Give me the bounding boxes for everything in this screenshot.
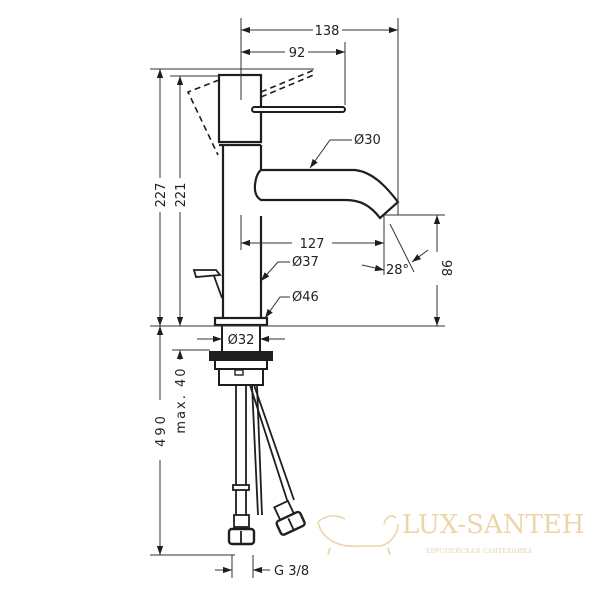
dim-total-width: 138	[315, 24, 340, 39]
dim-spout-angle: 28°	[386, 263, 409, 278]
dim-lever-width: 92	[289, 46, 306, 61]
dim-base-diameter: Ø46	[292, 290, 319, 305]
dimension-labels: 138 92 Ø30 227 221 127 Ø37 Ø46 28° 98 Ø3…	[154, 24, 453, 579]
dim-shank-diameter: Ø32	[228, 333, 255, 348]
dim-body-height: 221	[174, 183, 189, 208]
dimension-lines	[150, 18, 445, 578]
lux-santeh-watermark: LUX-SANTEH ЕВРОПЕЙСКАЯ САНТЕХНИКА	[317, 510, 584, 556]
dim-hose-length: 490	[154, 413, 169, 447]
dim-spout-height: 98	[438, 260, 453, 277]
bathtub-logo-icon	[317, 515, 399, 556]
dim-spout-diameter: Ø30	[354, 133, 381, 148]
dim-max-thickness: max. 40	[174, 366, 189, 433]
spout	[253, 168, 400, 220]
dim-spout-reach: 127	[300, 237, 325, 252]
dim-total-height: 227	[154, 183, 169, 208]
dim-body-diameter: Ø37	[292, 255, 319, 270]
watermark-brand: LUX-SANTEH	[402, 510, 584, 540]
supply-hoses	[227, 384, 306, 546]
popup-rod	[192, 269, 223, 299]
lever-handle	[251, 106, 346, 113]
lever-range-dashed	[186, 69, 317, 156]
watermark-tagline: ЕВРОПЕЙСКАЯ САНТЕХНИКА	[426, 547, 533, 555]
dim-connection-thread: G 3/8	[274, 564, 309, 579]
